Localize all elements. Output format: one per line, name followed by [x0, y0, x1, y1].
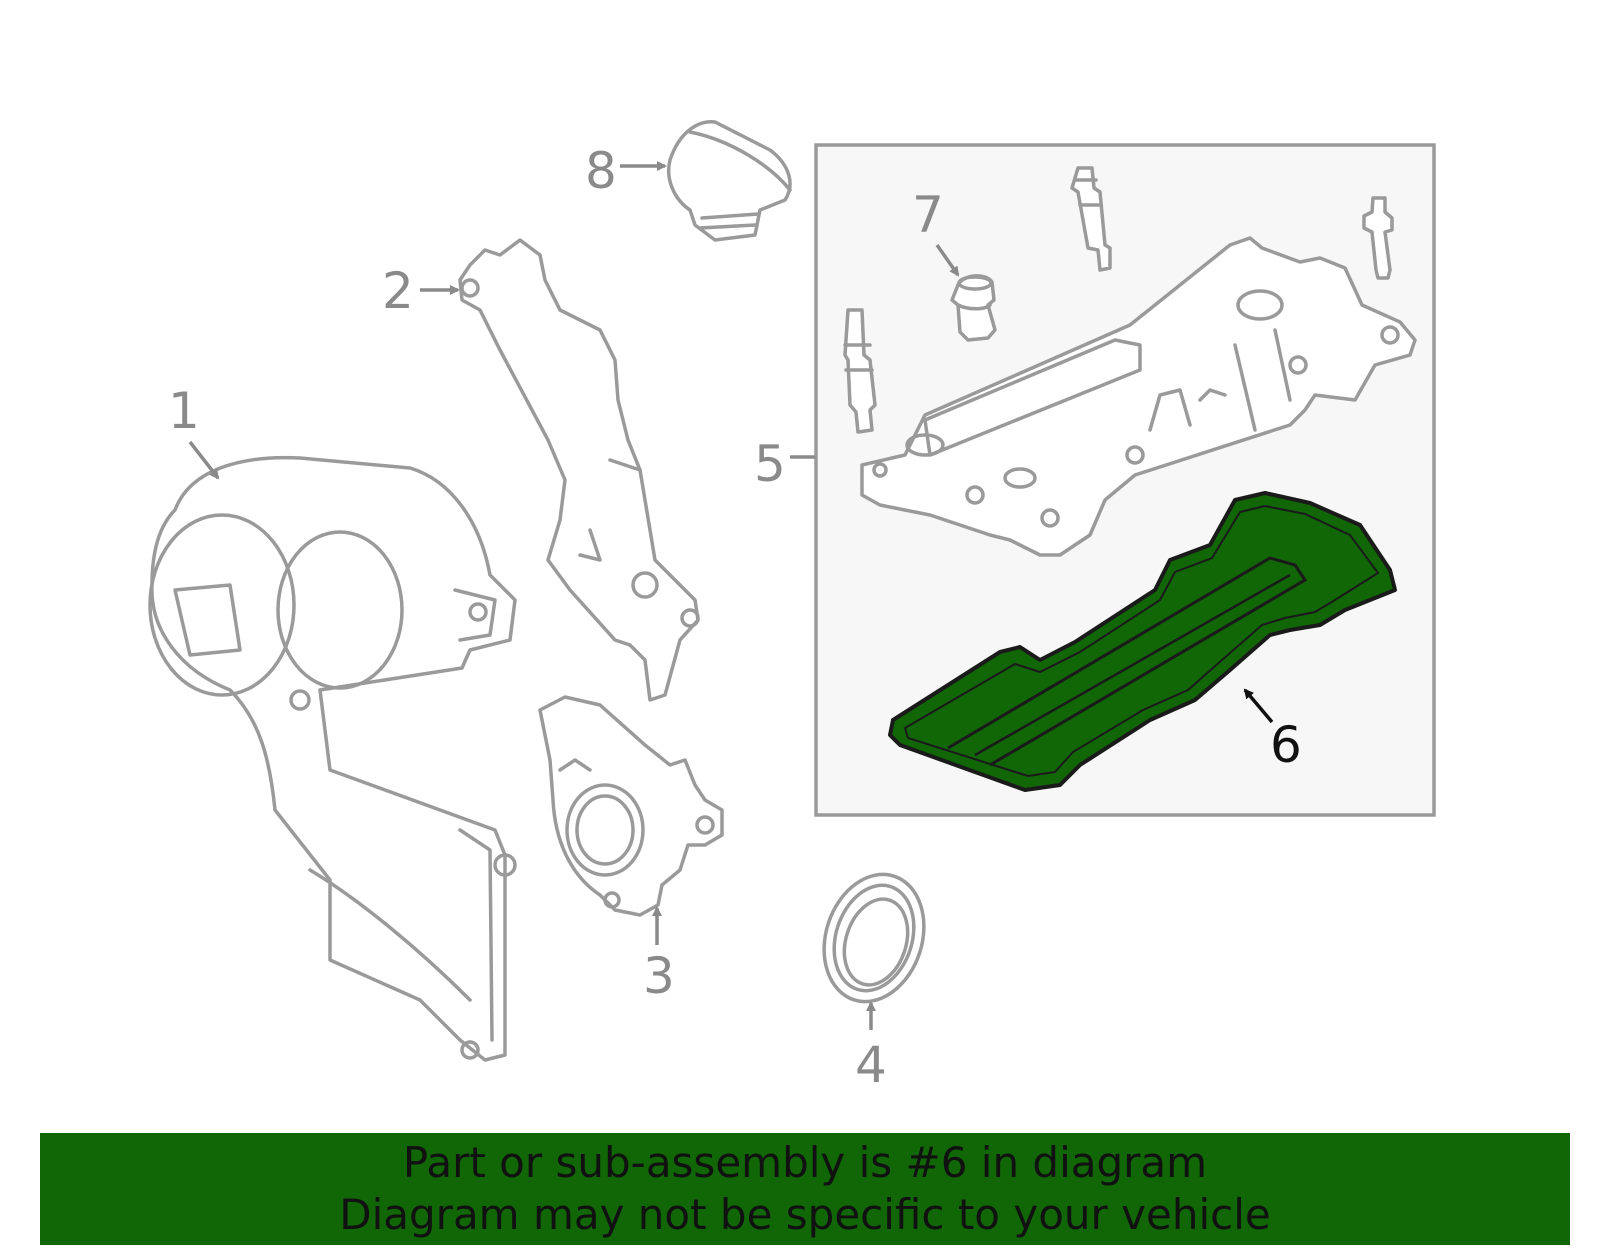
banner-line-2: Diagram may not be specific to your vehi…	[339, 1190, 1271, 1239]
part-7-grommet[interactable]	[950, 274, 997, 342]
info-banner: Part or sub-assembly is #6 in diagram Di…	[40, 1133, 1570, 1245]
part-1-timing-cover[interactable]	[148, 455, 517, 1062]
part-5-bolt-middle[interactable]	[1070, 166, 1112, 272]
part-5-valve-cover[interactable]	[860, 236, 1417, 557]
callout-8: 8	[585, 142, 617, 200]
part-4-seal[interactable]	[808, 861, 939, 1014]
callout-4: 4	[855, 1036, 887, 1094]
part-8-oil-cap[interactable]	[667, 120, 792, 242]
callout-5: 5	[754, 435, 786, 493]
leader-6	[1243, 688, 1274, 724]
leader-7	[935, 243, 960, 277]
part-5-bolt-right[interactable]	[1362, 196, 1394, 280]
callout-6: 6	[1270, 716, 1302, 774]
part-5-bolt-left[interactable]	[843, 308, 877, 434]
callout-7: 7	[912, 186, 944, 244]
part-3-seal-housing[interactable]	[538, 695, 724, 917]
leader-1	[188, 440, 220, 480]
part-6-gasket[interactable]	[888, 491, 1397, 792]
callout-1: 1	[168, 382, 200, 440]
callout-3: 3	[643, 947, 675, 1005]
banner-line-1: Part or sub-assembly is #6 in diagram	[402, 1138, 1208, 1187]
callout-2: 2	[382, 262, 414, 320]
part-2-belt-guard[interactable]	[458, 238, 700, 702]
